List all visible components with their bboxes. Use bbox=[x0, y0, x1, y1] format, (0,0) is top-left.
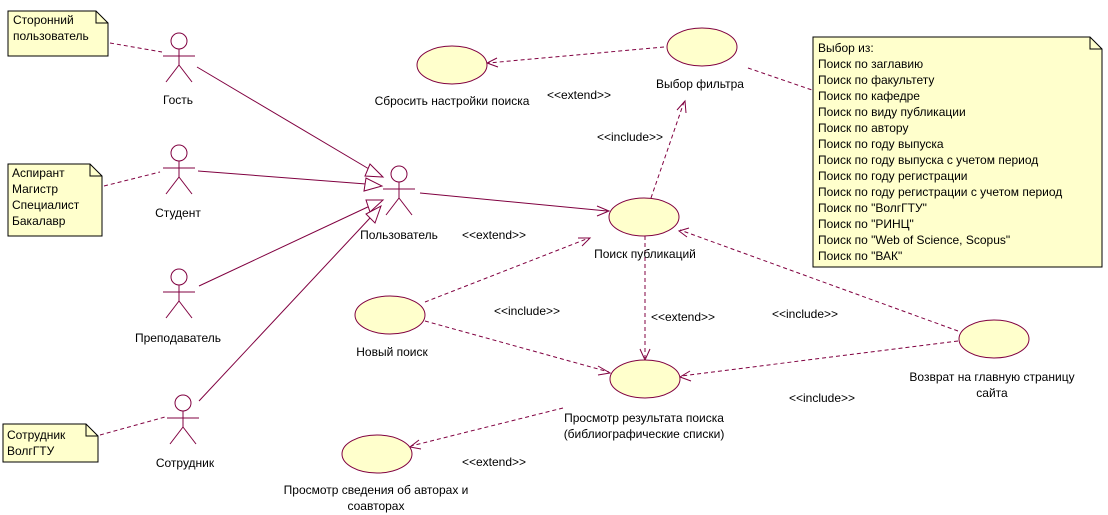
usecase-reset-ellipse bbox=[416, 45, 488, 85]
note-guest: Сторонний пользователь bbox=[7, 10, 109, 57]
dependencies bbox=[408, 46, 959, 450]
note-filter-line-2: Поиск по заглавию bbox=[818, 57, 923, 71]
stereotype-extend-results: <<extend>> bbox=[651, 310, 715, 324]
note-filter-line-9: Поиск по году регистрации bbox=[818, 169, 968, 183]
actor-student-label: Студент bbox=[155, 206, 201, 220]
usecase-authors-ellipse bbox=[341, 434, 413, 474]
generalization-employee bbox=[198, 217, 371, 402]
stereotype-extend-authors: <<extend>> bbox=[462, 455, 526, 469]
generalization-student bbox=[197, 170, 367, 185]
usecase-search-label: Поиск публикаций bbox=[594, 247, 696, 261]
note-connector-employee bbox=[99, 416, 166, 436]
note-student-line-3: Специалист bbox=[12, 198, 80, 212]
note-filter-line-11: Поиск по "ВолгГТУ" bbox=[818, 201, 927, 215]
actor-teacher-icon bbox=[163, 268, 195, 319]
note-filter-line-4: Поиск по кафедре bbox=[818, 89, 920, 103]
usecase-new-search-ellipse bbox=[354, 295, 426, 335]
stereotype-extend-reset: <<extend>> bbox=[547, 88, 611, 102]
gen-head-teacher bbox=[365, 199, 385, 213]
actor-student-icon bbox=[163, 144, 195, 195]
generalization-teacher bbox=[198, 204, 373, 287]
note-filter-line-8: Поиск по году выпуска с учетом период bbox=[818, 153, 1038, 167]
usecase-view-results-ellipse bbox=[609, 359, 681, 399]
actor-guest-label: Гость bbox=[163, 93, 193, 107]
note-employee-line-2: ВолгГТУ bbox=[7, 444, 55, 458]
usecase-authors-label-2: соавторах bbox=[348, 499, 405, 513]
usecase-view-results-label-2: (библиографические списки) bbox=[564, 427, 725, 441]
association-user-search bbox=[419, 192, 611, 217]
gen-head-employee bbox=[365, 204, 382, 224]
stereotype-include-home-results: <<include>> bbox=[789, 391, 855, 405]
actor-teacher-label: Преподаватель bbox=[135, 331, 221, 345]
note-filter-line-7: Поиск по году выпуска bbox=[818, 137, 944, 151]
usecase-home-label-2: сайта bbox=[976, 386, 1008, 400]
note-connector-student bbox=[103, 171, 161, 187]
dep-filter-reset bbox=[485, 46, 665, 68]
usecase-new-search-label: Новый поиск bbox=[356, 345, 428, 359]
gen-head-student bbox=[363, 177, 384, 192]
note-student: Аспирант Магистр Специалист Бакалавр bbox=[7, 163, 103, 237]
note-connectors bbox=[99, 42, 813, 436]
note-employee: Сотрудник ВолгГТУ bbox=[2, 423, 99, 463]
note-filter-line-1: Выбор из: bbox=[818, 41, 874, 55]
dep-newsearch-search bbox=[424, 237, 592, 303]
dep-results-authors bbox=[408, 407, 564, 450]
stereotype-include-home-search: <<include>> bbox=[772, 307, 838, 321]
generalization-heads bbox=[363, 163, 385, 224]
usecase-authors-label-1: Просмотр сведения об авторах и bbox=[284, 483, 469, 497]
actor-user-icon bbox=[383, 165, 415, 216]
note-student-line-2: Магистр bbox=[12, 182, 58, 196]
stereotype-include-newsearch: <<include>> bbox=[494, 304, 560, 318]
gen-head-guest bbox=[364, 163, 385, 178]
dep-search-filter bbox=[650, 99, 687, 199]
actor-guest-icon bbox=[163, 32, 195, 83]
note-filter-line-5: Поиск по виду публикации bbox=[818, 105, 966, 119]
stereotype-include-filter: <<include>> bbox=[597, 130, 663, 144]
dep-newsearch-results bbox=[424, 320, 612, 376]
note-filter-line-12: Поиск по "РИНЦ" bbox=[818, 217, 914, 231]
usecase-search-ellipse bbox=[608, 197, 680, 237]
note-student-line-4: Бакалавр bbox=[12, 214, 66, 228]
note-filter-line-10: Поиск по году регистрации с учетом перио… bbox=[818, 185, 1062, 199]
stereotype-extend-user: <<extend>> bbox=[462, 228, 526, 242]
usecase-filter-label: Выбор фильтра bbox=[656, 77, 744, 91]
note-employee-line-1: Сотрудник bbox=[7, 428, 66, 442]
note-filter-line-13: Поиск по "Web of Science, Scopus" bbox=[818, 233, 1010, 247]
usecase-home-ellipse bbox=[958, 319, 1030, 359]
usecase-view-results-label-1: Просмотр результата поиска bbox=[564, 411, 724, 425]
usecase-reset-label: Сбросить настройки поиска bbox=[375, 94, 530, 108]
note-student-line-1: Аспирант bbox=[12, 166, 65, 180]
actor-employee-icon bbox=[167, 394, 199, 445]
actor-user-label: Пользователь bbox=[360, 228, 438, 242]
note-connector-filter bbox=[747, 67, 813, 91]
usecase-home-label-1: Возврат на главную страницу bbox=[909, 370, 1074, 384]
note-filter-line-6: Поиск по автору bbox=[818, 121, 908, 135]
note-filter-line-14: Поиск по "ВАК" bbox=[818, 249, 902, 263]
dep-home-search bbox=[677, 227, 959, 332]
note-guest-line-2: пользователь bbox=[13, 29, 89, 43]
note-connector-guest bbox=[109, 42, 163, 53]
actor-employee-label: Сотрудник bbox=[156, 456, 215, 470]
generalization-guest bbox=[196, 66, 370, 170]
note-guest-line-1: Сторонний bbox=[13, 13, 74, 27]
note-filter-line-3: Поиск по факультету bbox=[818, 73, 934, 87]
usecase-filter-ellipse bbox=[666, 27, 738, 67]
generalizations bbox=[196, 66, 373, 402]
